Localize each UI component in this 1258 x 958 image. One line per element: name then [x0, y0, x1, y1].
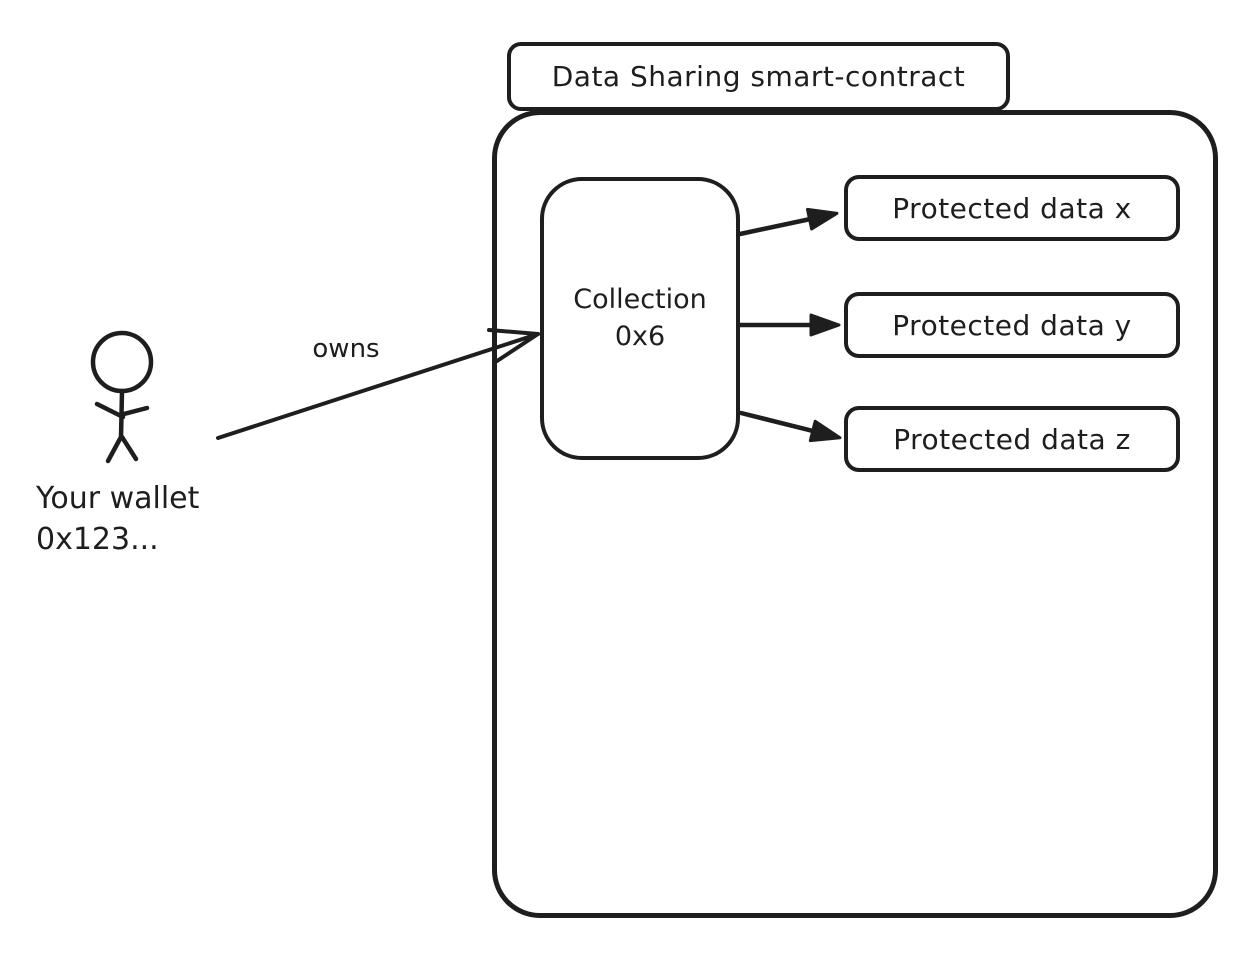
stick-figure-left-arm [94, 401, 126, 420]
protected-data-y-box: Protected data y [844, 292, 1180, 358]
stick-figure-head [90, 330, 154, 394]
protected-data-z-label: Protected data z [893, 422, 1131, 456]
collection-name: Collection [573, 284, 707, 316]
wallet-label-line1: Your wallet [36, 481, 200, 516]
owns-relation-label: owns [312, 334, 380, 364]
wallet-label: Your wallet 0x123... [36, 478, 199, 560]
wallet-stick-figure-icon [90, 330, 154, 464]
stick-figure-right-leg [119, 434, 139, 462]
stick-figure-left-leg [105, 434, 124, 464]
collection-box: Collection 0x6 [540, 177, 740, 460]
smart-contract-title-box: Data Sharing smart-contract [507, 42, 1010, 111]
protected-data-y-label: Protected data y [892, 308, 1132, 342]
collection-address: 0x6 [614, 320, 666, 352]
smart-contract-title: Data Sharing smart-contract [551, 60, 966, 93]
stick-figure-body [118, 388, 125, 441]
stick-figure-right-arm [117, 405, 150, 418]
protected-data-z-box: Protected data z [844, 406, 1180, 472]
protected-data-x-label: Protected data x [892, 191, 1132, 225]
wallet-label-line2: 0x123... [36, 522, 159, 557]
protected-data-x-box: Protected data x [844, 175, 1180, 241]
